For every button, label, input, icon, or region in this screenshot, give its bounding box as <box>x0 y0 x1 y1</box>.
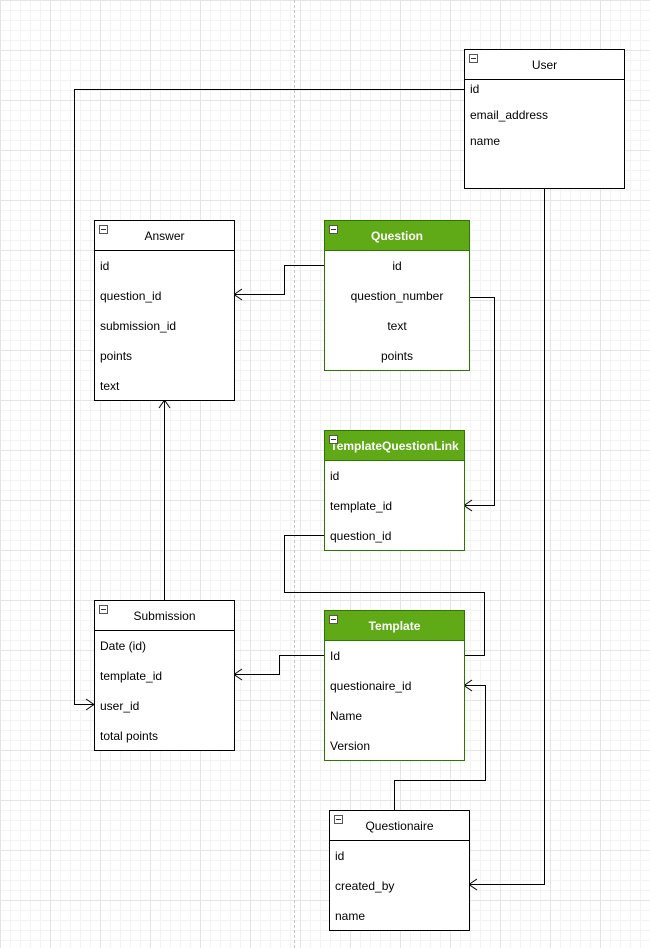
collapse-icon[interactable] <box>99 225 108 234</box>
collapse-icon[interactable] <box>329 615 338 624</box>
answer-entity[interactable]: Answer id question_id submission_id poin… <box>94 220 235 401</box>
questionaire-field-created-by: created_by <box>335 879 395 893</box>
questionaire-field-name: name <box>335 909 366 923</box>
user-field-email-address: email_address <box>470 108 549 122</box>
answer-field-submission-id: submission_id <box>100 319 177 333</box>
question-field-text: text <box>387 319 407 333</box>
answer-entity-header: Answer <box>95 221 234 251</box>
submission-entity[interactable]: Submission Date (id) template_id user_id… <box>94 600 235 751</box>
link-submission-template <box>234 655 324 675</box>
question-entity-header: Question <box>325 221 469 251</box>
tql-field-id: id <box>330 469 340 483</box>
tql-field-template-id: template_id <box>330 499 393 513</box>
link-answer-question <box>234 265 324 295</box>
answer-field-text: text <box>100 379 120 393</box>
user-entity[interactable]: User id email_address name <box>464 49 625 189</box>
link-tql-template <box>284 535 485 656</box>
collapse-icon[interactable] <box>334 815 343 824</box>
question-field-points: points <box>380 349 414 363</box>
collapse-icon[interactable] <box>469 54 478 63</box>
template-field-name: Name <box>330 709 363 723</box>
user-field-name: name <box>470 134 501 148</box>
questionaire-entity-header: Questionaire <box>330 811 469 841</box>
submission-field-template-id: template_id <box>100 669 163 683</box>
template-entity[interactable]: Template Id questionaire_id Name Version <box>324 610 465 761</box>
collapse-icon[interactable] <box>329 225 338 234</box>
template-question-link-entity-title: TemplateQuestionLink <box>330 439 459 453</box>
submission-entity-title: Submission <box>133 609 196 623</box>
tql-field-question-id: question_id <box>330 529 392 543</box>
user-field-id: id <box>470 82 480 96</box>
template-entity-title: Template <box>368 619 421 633</box>
question-field-id: id <box>392 259 402 273</box>
template-question-link-entity[interactable]: TemplateQuestionLink id template_id ques… <box>324 430 465 551</box>
answer-entity-title: Answer <box>144 229 185 243</box>
link-template-questionaire <box>394 685 486 810</box>
user-entity-title: User <box>531 58 558 72</box>
page-divider <box>294 0 295 948</box>
questionaire-entity-title: Questionaire <box>365 819 434 833</box>
link-question-tql <box>464 297 495 506</box>
submission-field-total-points: total points <box>100 729 159 743</box>
collapse-icon[interactable] <box>99 605 108 614</box>
answer-field-question-id: question_id <box>100 289 162 303</box>
link-user-submission <box>74 89 464 705</box>
question-entity-title: Question <box>370 229 423 243</box>
questionaire-entity[interactable]: Questionaire id created_by name <box>329 810 470 931</box>
template-field-version: Version <box>330 739 371 753</box>
question-entity[interactable]: Question id question_number text points <box>324 220 470 371</box>
template-field-questionaire-id: questionaire_id <box>330 679 412 693</box>
answer-field-points: points <box>100 349 133 363</box>
submission-field-user-id: user_id <box>100 699 140 713</box>
template-question-link-entity-header: TemplateQuestionLink <box>325 431 464 461</box>
submission-field-date-id: Date (id) <box>100 639 147 653</box>
link-user-questionaire <box>469 188 545 885</box>
answer-field-id: id <box>100 259 110 273</box>
questionaire-field-id: id <box>335 849 345 863</box>
question-field-question-number: question_number <box>350 289 444 303</box>
submission-entity-header: Submission <box>95 601 234 631</box>
user-entity-header: User <box>465 50 624 80</box>
template-field-id: Id <box>330 649 341 663</box>
template-entity-header: Template <box>325 611 464 641</box>
collapse-icon[interactable] <box>329 435 338 444</box>
